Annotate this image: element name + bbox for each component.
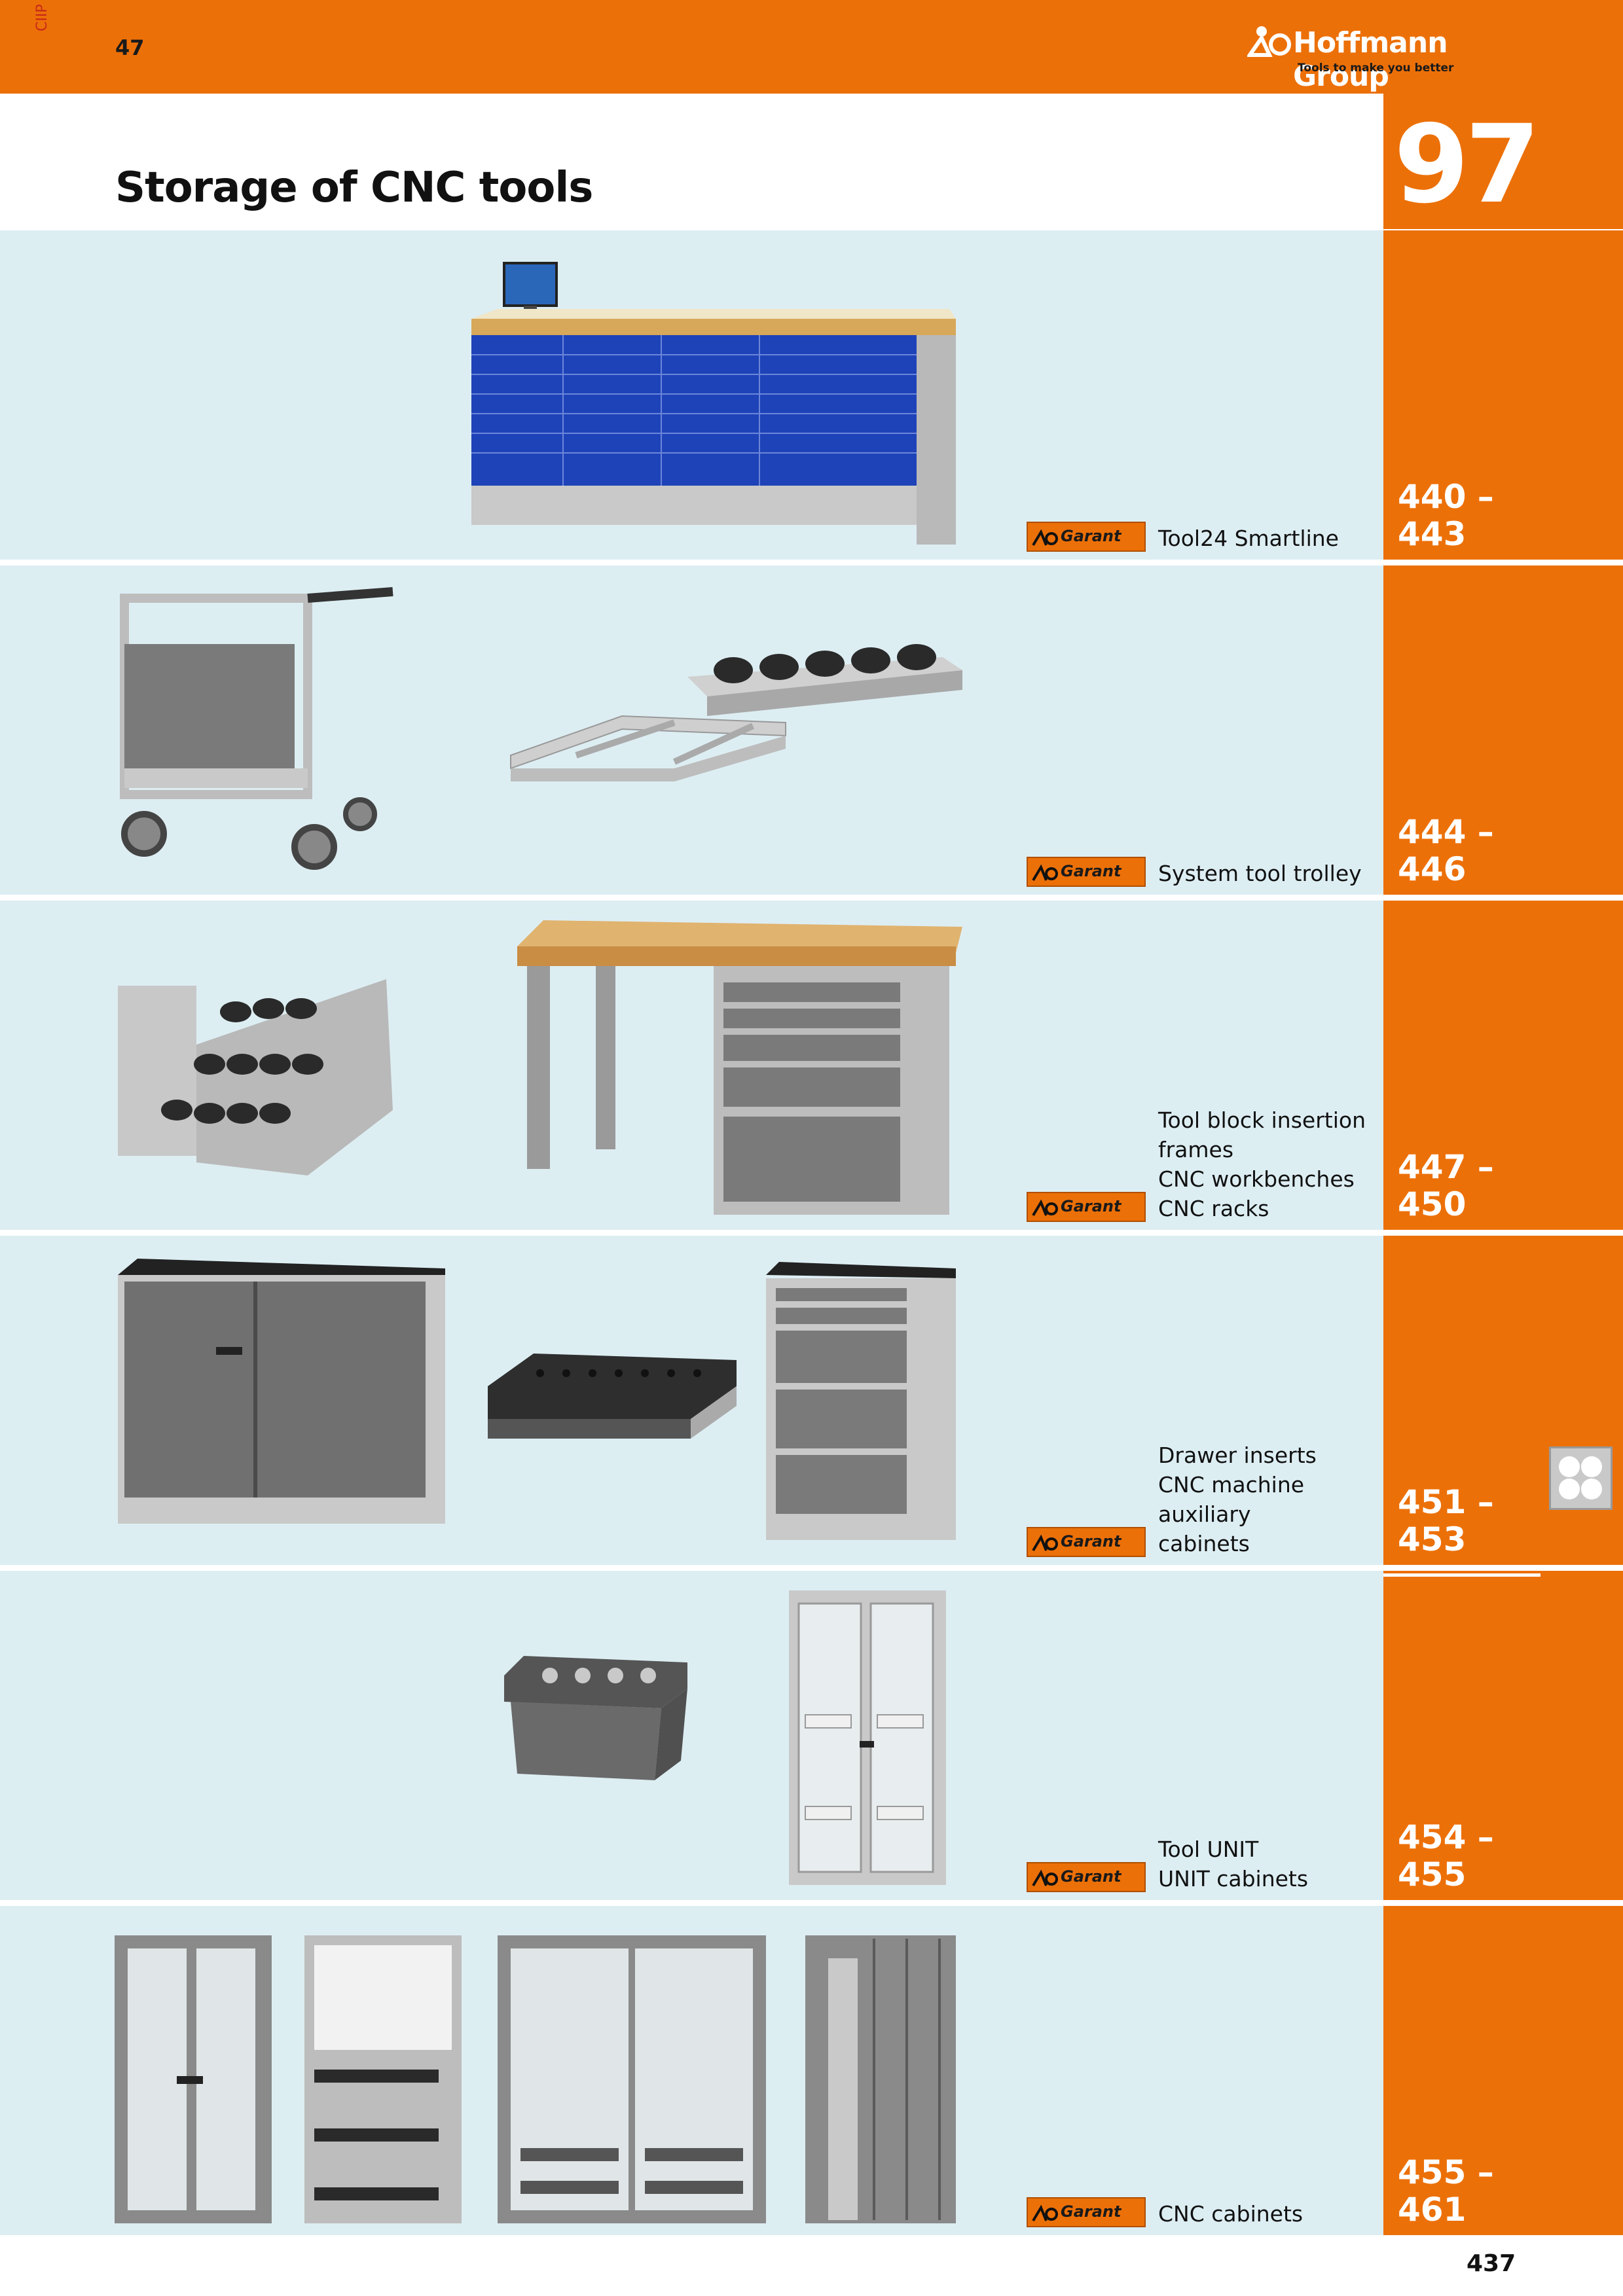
row-label: cabinets xyxy=(1158,1531,1250,1556)
row-pages-side[interactable]: 440 –443 xyxy=(1383,230,1623,560)
cnc-cabinet-pullout-illustration xyxy=(805,1935,956,2223)
row-tool24-smartline[interactable]: Garant Tool24 Smartline xyxy=(0,230,1383,560)
cnc-rack-illustration xyxy=(118,979,393,1175)
garant-label: Garant xyxy=(1061,1867,1122,1886)
row-pages-side[interactable]: 454 –455 xyxy=(1383,1571,1623,1900)
row-tool-unit[interactable]: Garant Tool UNIT UNIT cabinets xyxy=(0,1571,1383,1900)
tool-holders-icon xyxy=(1559,1456,1602,1499)
row-pages-side[interactable]: 455 –461 xyxy=(1383,1906,1623,2235)
garant-badge: Garant xyxy=(1027,857,1146,887)
row-label: Drawer inserts xyxy=(1158,1443,1317,1468)
brand-tagline: Tools to make you better xyxy=(1298,62,1454,75)
row-pages-side[interactable]: 444 –446 xyxy=(1383,565,1623,895)
garant-label: Garant xyxy=(1061,862,1122,880)
row-system-tool-trolley[interactable]: Garant System tool trolley xyxy=(0,565,1383,895)
chapter-index-tab[interactable] xyxy=(1549,1446,1613,1510)
row-label: Tool block insertion xyxy=(1158,1107,1366,1133)
page-range-end: 453 xyxy=(1398,1520,1467,1558)
page-range-start: 451 – xyxy=(1398,1483,1494,1521)
tool-trolley-illustration xyxy=(120,587,393,870)
insertion-frame-illustration xyxy=(510,715,786,781)
garant-logo-icon xyxy=(1032,2204,1058,2222)
garant-logo-icon xyxy=(1032,529,1058,547)
tool-block-rack-illustration xyxy=(687,644,962,716)
brand-name: Hoffmann Group xyxy=(1293,26,1448,93)
header-bar xyxy=(0,0,1623,94)
row-cnc-cabinets[interactable]: Garant CNC cabinets xyxy=(0,1906,1383,2235)
row-label: CNC cabinets xyxy=(1158,2201,1304,2227)
row-labels: Tool UNIT UNIT cabinets xyxy=(1158,1835,1381,1893)
page-range-end: 446 xyxy=(1398,850,1467,888)
garant-badge: Garant xyxy=(1027,1527,1146,1557)
row-label: Tool24 Smartline xyxy=(1158,526,1339,551)
tool-unit-box-illustration xyxy=(504,1656,687,1780)
unit-cabinet-illustration xyxy=(789,1590,946,1885)
drawer-insert-illustration xyxy=(488,1354,737,1439)
chapter-number: 97 xyxy=(1394,101,1541,227)
page-range-end: 443 xyxy=(1398,515,1467,553)
row-label: frames xyxy=(1158,1137,1234,1162)
garant-label: Garant xyxy=(1061,1532,1122,1551)
page-range-start: 444 – xyxy=(1398,813,1494,851)
page-number: 437 xyxy=(1467,2250,1516,2277)
side-code: CIIP xyxy=(34,4,50,31)
row-labels: System tool trolley xyxy=(1158,859,1381,888)
cnc-workbench-illustration xyxy=(517,920,962,1215)
cnc-cabinet-roller-illustration xyxy=(304,1935,462,2223)
drawer-cabinet-illustration xyxy=(766,1262,956,1540)
garant-label: Garant xyxy=(1061,1197,1122,1215)
top-number: 47 xyxy=(115,35,145,60)
row-labels: Tool24 Smartline xyxy=(1158,524,1381,553)
row-label: System tool trolley xyxy=(1158,861,1362,886)
row-label: CNC racks xyxy=(1158,1196,1269,1221)
row-cnc-workbenches[interactable]: Garant Tool block insertion frames CNC w… xyxy=(0,901,1383,1230)
page-range-end: 450 xyxy=(1398,1185,1467,1223)
row-labels: CNC cabinets xyxy=(1158,2199,1381,2229)
auxiliary-cabinet-illustration xyxy=(118,1259,445,1524)
page-range-end: 455 xyxy=(1398,1856,1467,1893)
garant-badge: Garant xyxy=(1027,2197,1146,2227)
row-label: CNC workbenches xyxy=(1158,1166,1355,1192)
page-range-start: 454 – xyxy=(1398,1818,1494,1856)
row-label: CNC machine auxiliary xyxy=(1158,1472,1305,1527)
garant-badge: Garant xyxy=(1027,522,1146,552)
page-range-start: 455 – xyxy=(1398,2153,1494,2191)
page-range-start: 440 – xyxy=(1398,478,1494,516)
row-pages-side[interactable]: 447 –450 xyxy=(1383,901,1623,1230)
row-pages-side[interactable]: 451 –453 xyxy=(1383,1236,1623,1565)
garant-logo-icon xyxy=(1032,1869,1058,1887)
garant-logo-icon xyxy=(1032,864,1058,882)
brand-logo-block[interactable]: Hoffmann Group Tools to make you better xyxy=(1247,20,1509,93)
garant-badge: Garant xyxy=(1027,1192,1146,1222)
page-title: Storage of CNC tools xyxy=(115,164,593,212)
garant-logo-icon xyxy=(1032,1534,1058,1552)
index-divider xyxy=(1383,1573,1541,1577)
hoffmann-logo-icon xyxy=(1247,26,1291,57)
chapter-number-block: 97 xyxy=(1383,94,1623,229)
page-range-start: 447 – xyxy=(1398,1148,1494,1186)
garant-label: Garant xyxy=(1061,2202,1122,2221)
row-label: UNIT cabinets xyxy=(1158,1866,1309,1892)
row-cnc-auxiliary-cabinets[interactable]: Garant Drawer inserts CNC machine auxili… xyxy=(0,1236,1383,1565)
garant-badge: Garant xyxy=(1027,1862,1146,1892)
row-labels: Tool block insertion frames CNC workbenc… xyxy=(1158,1105,1381,1223)
garant-label: Garant xyxy=(1061,527,1122,545)
chapter-index-number: 97 xyxy=(1552,1517,1618,1572)
page-range-end: 461 xyxy=(1398,2191,1467,2229)
row-label: Tool UNIT xyxy=(1158,1837,1259,1862)
cnc-cabinet-sliding-illustration xyxy=(498,1935,766,2223)
row-labels: Drawer inserts CNC machine auxiliary cab… xyxy=(1158,1441,1381,1558)
smartline-cabinet-illustration xyxy=(471,262,956,545)
garant-logo-icon xyxy=(1032,1199,1058,1217)
cnc-cabinet-glass-illustration xyxy=(115,1935,272,2223)
